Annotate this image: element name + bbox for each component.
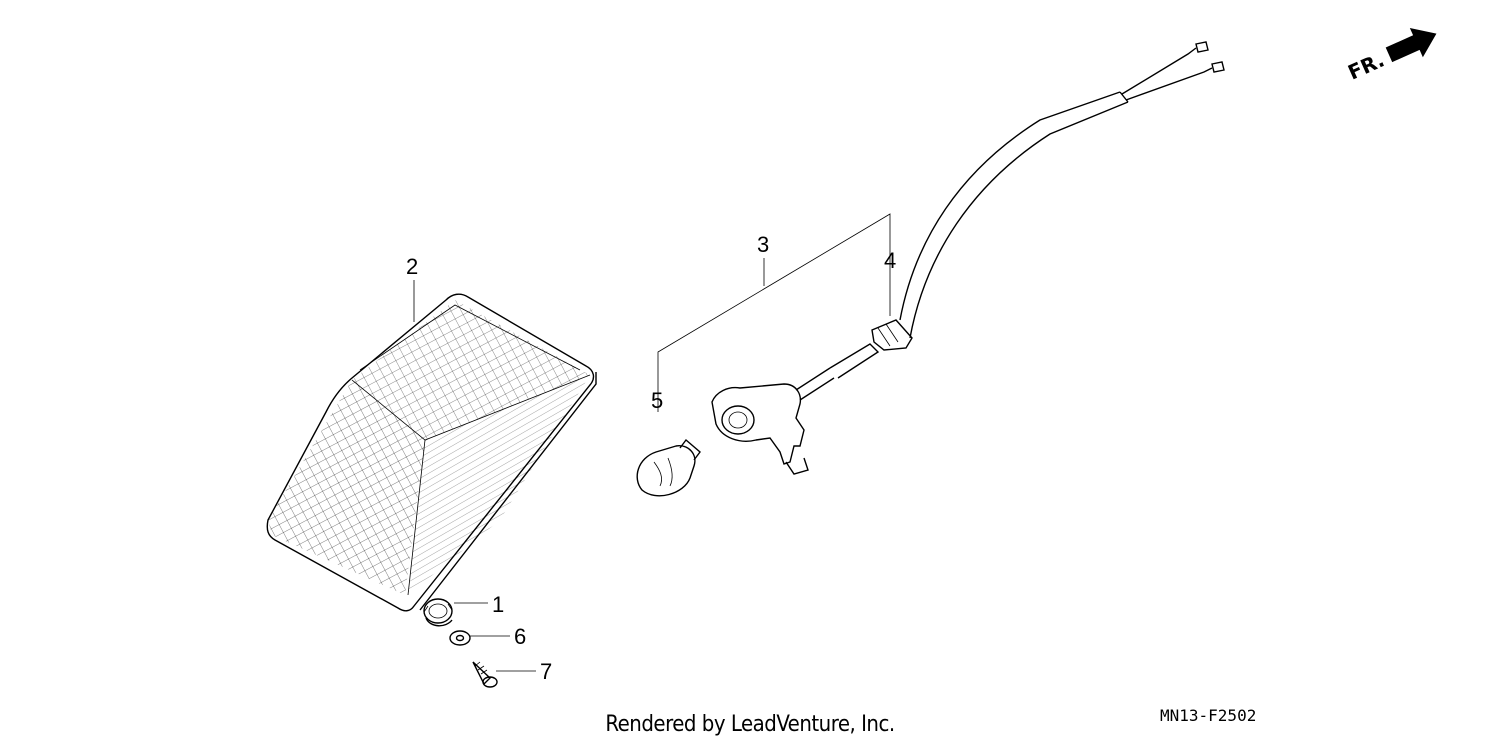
arrow-up-right-icon (1385, 27, 1437, 63)
callout-2: 2 (406, 254, 418, 279)
washer[interactable] (449, 630, 471, 646)
taillight-lens[interactable] (260, 290, 600, 612)
callout-1: 1 (492, 592, 504, 617)
callout-3: 3 (757, 232, 769, 257)
footer-credit: Rendered by LeadVenture, Inc. (605, 712, 895, 737)
callout-7: 7 (540, 659, 552, 684)
bulb[interactable] (636, 438, 701, 497)
leader-lines (413, 213, 891, 672)
socket-harness[interactable] (711, 41, 1225, 475)
callout-4: 4 (884, 248, 896, 273)
screw[interactable] (472, 661, 498, 688)
grommet[interactable] (423, 598, 453, 627)
callout-6: 6 (514, 624, 526, 649)
fr-label: FR. (1344, 48, 1388, 85)
front-direction-indicator: FR. (1344, 27, 1437, 85)
figure-code: MN13-F2502 (1160, 706, 1257, 725)
callout-5: 5 (651, 388, 663, 413)
